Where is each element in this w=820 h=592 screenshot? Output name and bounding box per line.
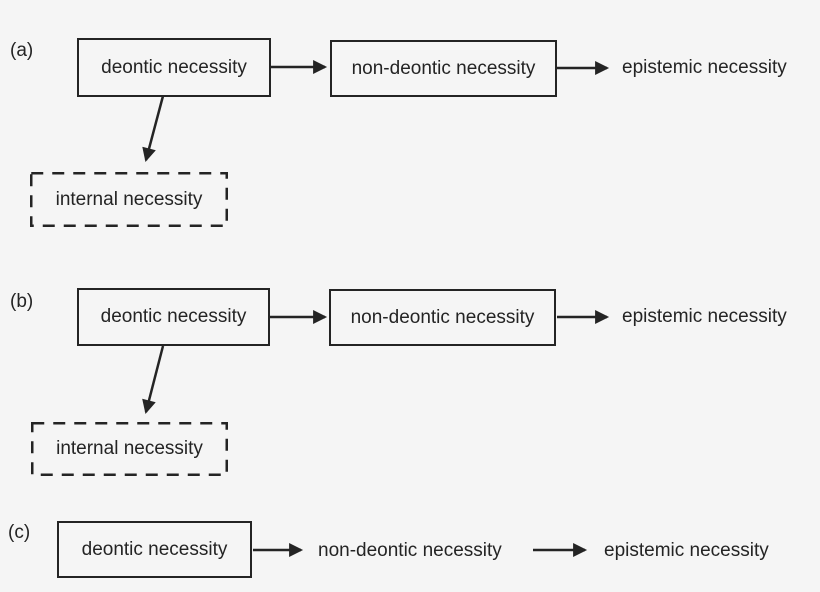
node-deontic-necessity-a: deontic necessity — [77, 38, 271, 97]
text-nondeontic-necessity-c: non-deontic necessity — [318, 540, 502, 561]
arrow-right-icon-nondeontic-to-epistemic-b — [557, 310, 610, 324]
node-deontic-necessity-c-text: deontic necessity — [81, 538, 228, 560]
arrow-right-icon-deontic-to-nondeontic-a — [271, 60, 328, 74]
dashed-border-a — [30, 172, 228, 227]
arrow-down-icon-deontic-to-internal-b — [142, 345, 165, 415]
text-epistemic-necessity-b: epistemic necessity — [622, 306, 787, 327]
node-internal-necessity-b: internal necessity — [31, 422, 228, 476]
panel-b-label: (b) — [10, 291, 34, 312]
dashed-border-b — [31, 422, 228, 476]
panel-a-label: (a) — [10, 40, 34, 61]
arrow-right-icon-nondeontic-to-epistemic-c — [533, 543, 588, 557]
node-internal-necessity-a: internal necessity — [30, 172, 228, 227]
text-epistemic-necessity-c: epistemic necessity — [604, 540, 769, 561]
arrow-right-icon-deontic-to-nondeontic-b — [270, 310, 328, 324]
arrow-right-icon-nondeontic-to-epistemic-a — [557, 61, 610, 75]
node-nondeontic-necessity-a-text: non-deontic necessity — [351, 57, 536, 79]
node-internal-necessity-b-text: internal necessity — [56, 438, 203, 459]
node-deontic-necessity-a-text: deontic necessity — [101, 56, 247, 78]
node-nondeontic-necessity-a: non-deontic necessity — [330, 40, 557, 97]
node-nondeontic-necessity-b: non-deontic necessity — [329, 289, 556, 346]
node-internal-necessity-a-text: internal necessity — [55, 188, 203, 210]
node-deontic-necessity-c: deontic necessity — [57, 521, 252, 578]
node-deontic-necessity-b-text: deontic necessity — [100, 306, 247, 327]
node-nondeontic-necessity-b-text: non-deontic necessity — [350, 306, 535, 328]
arrow-right-icon-deontic-to-nondeontic-c — [253, 543, 304, 557]
node-deontic-necessity-b: deontic necessity — [77, 288, 270, 346]
panel-c-label: (c) — [8, 522, 31, 543]
arrow-down-icon-deontic-to-internal-a — [142, 95, 165, 163]
text-epistemic-necessity-a: epistemic necessity — [622, 57, 787, 78]
